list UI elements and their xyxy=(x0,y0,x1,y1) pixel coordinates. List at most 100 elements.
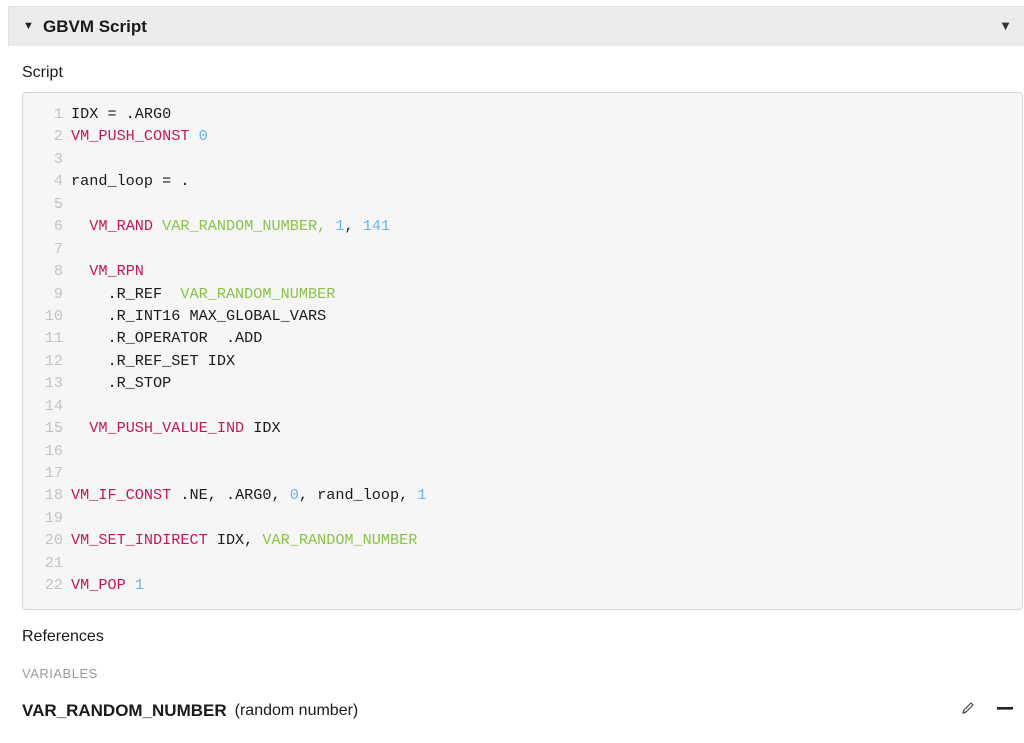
code-token-kw: VM_PUSH_CONST xyxy=(71,127,190,146)
code-token-kw: VM_RPN xyxy=(89,262,144,281)
section-header-gbvm-script[interactable]: ▼ GBVM Script ▼ xyxy=(8,6,1024,46)
line-number: 16 xyxy=(44,441,63,460)
code-line[interactable]: 6 VM_RAND VAR_RANDOM_NUMBER, 1, 141 xyxy=(23,215,1022,237)
code-token-txt: , rand_loop, xyxy=(298,486,418,505)
code-token-txt xyxy=(153,217,162,235)
code-token-txt: .R_INT16 MAX_GLOBAL_VARS xyxy=(71,306,327,325)
line-number: 7 xyxy=(53,239,63,258)
code-token-txt: IDX, xyxy=(207,531,263,550)
line-number: 10 xyxy=(44,306,63,325)
line-number: 11 xyxy=(44,329,63,348)
code-text: VM_POP 1 xyxy=(71,574,144,596)
reference-actions xyxy=(960,700,1014,716)
code-line[interactable]: 7 xyxy=(23,238,1022,260)
reference-variable-name: VAR_RANDOM_NUMBER xyxy=(22,701,227,720)
code-line[interactable]: 19 xyxy=(23,507,1022,529)
code-token-num: 0 xyxy=(289,486,299,505)
code-token-var: VAR_RANDOM_NUMBER xyxy=(180,284,336,303)
code-line[interactable]: 15 VM_PUSH_VALUE_IND IDX xyxy=(23,417,1022,439)
code-line[interactable]: 4 rand_loop = . xyxy=(23,170,1022,192)
code-token-txt: rand_loop = . xyxy=(71,172,190,191)
code-line[interactable]: 3 xyxy=(23,148,1022,170)
code-token-var: VAR_RANDOM_NUMBER xyxy=(262,531,418,550)
line-number: 21 xyxy=(44,553,63,572)
code-token-num: 0 xyxy=(198,127,208,146)
code-token-kw: VM_PUSH_VALUE_IND xyxy=(89,419,245,438)
code-line[interactable]: 1 IDX = .ARG0 xyxy=(23,103,1022,125)
line-number: 14 xyxy=(44,396,63,415)
code-text: VM_RAND VAR_RANDOM_NUMBER, 1, 141 xyxy=(71,215,390,237)
code-token-kw: VM_IF_CONST xyxy=(71,486,172,505)
line-number: 13 xyxy=(44,374,63,393)
code-token-kw: VM_RAND xyxy=(89,217,154,236)
code-line[interactable]: 13 .R_STOP xyxy=(23,372,1022,394)
line-number: 18 xyxy=(44,486,63,505)
line-number: 20 xyxy=(44,531,63,550)
line-number: 12 xyxy=(44,351,63,370)
script-label: Script xyxy=(22,64,63,81)
code-token-kw: VM_POP xyxy=(71,576,126,595)
code-text: rand_loop = . xyxy=(71,170,189,192)
code-text: .R_STOP xyxy=(71,372,171,394)
line-number: 15 xyxy=(44,419,63,438)
code-token-txt: .NE, .ARG0, xyxy=(171,486,290,505)
code-token-txt: .R_REF_SET IDX xyxy=(71,351,236,370)
code-text: VM_PUSH_VALUE_IND IDX xyxy=(71,417,280,439)
code-text: .R_REF_SET IDX xyxy=(71,350,235,372)
code-token-txt: , xyxy=(344,217,363,236)
references-label: References xyxy=(22,628,104,645)
section-title: GBVM Script xyxy=(43,16,147,36)
code-token-txt xyxy=(71,262,89,280)
code-token-num: 1 xyxy=(335,217,345,236)
line-number: 3 xyxy=(53,149,63,168)
code-token-num: 1 xyxy=(417,486,427,505)
code-token-txt: .R_OPERATOR .ADD xyxy=(71,329,263,348)
code-token-txt: IDX = .ARG0 xyxy=(71,105,172,123)
code-token-txt xyxy=(71,217,89,235)
code-line[interactable]: 10 .R_INT16 MAX_GLOBAL_VARS xyxy=(23,305,1022,327)
variables-heading: VARIABLES xyxy=(22,666,98,681)
code-line[interactable]: 21 xyxy=(23,552,1022,574)
code-line[interactable]: 11 .R_OPERATOR .ADD xyxy=(23,327,1022,349)
collapse-toggle-icon[interactable]: ▼ xyxy=(999,18,1012,33)
code-line[interactable]: 17 xyxy=(23,462,1022,484)
code-token-txt xyxy=(189,127,198,145)
code-text: .R_OPERATOR .ADD xyxy=(71,327,262,349)
code-text: VM_IF_CONST .NE, .ARG0, 0, rand_loop, 1 xyxy=(71,484,426,506)
code-token-kw: VM_SET_INDIRECT xyxy=(71,531,208,550)
line-number: 8 xyxy=(53,262,63,281)
code-text: IDX = .ARG0 xyxy=(71,103,171,125)
code-line[interactable]: 14 xyxy=(23,395,1022,417)
line-number: 4 xyxy=(53,172,63,191)
code-line[interactable]: 5 xyxy=(23,193,1022,215)
reference-variable-description: (random number) xyxy=(234,702,359,719)
code-text: .R_INT16 MAX_GLOBAL_VARS xyxy=(71,305,326,327)
line-number: 22 xyxy=(44,576,63,595)
code-text: VM_SET_INDIRECT IDX, VAR_RANDOM_NUMBER xyxy=(71,529,417,551)
code-token-num: 1 xyxy=(134,576,144,595)
code-line[interactable]: 8 VM_RPN xyxy=(23,260,1022,282)
code-token-txt xyxy=(326,217,335,235)
code-token-txt xyxy=(126,576,135,594)
code-token-num: 141 xyxy=(362,217,391,236)
code-token-txt: .R_STOP xyxy=(71,374,172,393)
line-number: 17 xyxy=(44,464,63,482)
code-line[interactable]: 16 xyxy=(23,440,1022,462)
code-token-txt xyxy=(71,419,89,437)
minus-icon[interactable] xyxy=(996,700,1014,716)
code-line[interactable]: 22 VM_POP 1 xyxy=(23,574,1022,596)
line-number: 1 xyxy=(53,105,63,123)
code-line[interactable]: 9 .R_REF VAR_RANDOM_NUMBER xyxy=(23,283,1022,305)
line-number: 9 xyxy=(53,284,63,303)
code-text: .R_REF VAR_RANDOM_NUMBER xyxy=(71,283,335,305)
reference-row-variable: VAR_RANDOM_NUMBER (random number) xyxy=(22,698,1018,724)
line-number: 19 xyxy=(44,508,63,527)
code-line[interactable]: 18 VM_IF_CONST .NE, .ARG0, 0, rand_loop, … xyxy=(23,484,1022,506)
code-line[interactable]: 12 .R_REF_SET IDX xyxy=(23,350,1022,372)
code-line[interactable]: 20 VM_SET_INDIRECT IDX, VAR_RANDOM_NUMBER xyxy=(23,529,1022,551)
pencil-icon[interactable] xyxy=(960,700,976,716)
triangle-down-icon[interactable]: ▼ xyxy=(23,20,34,32)
